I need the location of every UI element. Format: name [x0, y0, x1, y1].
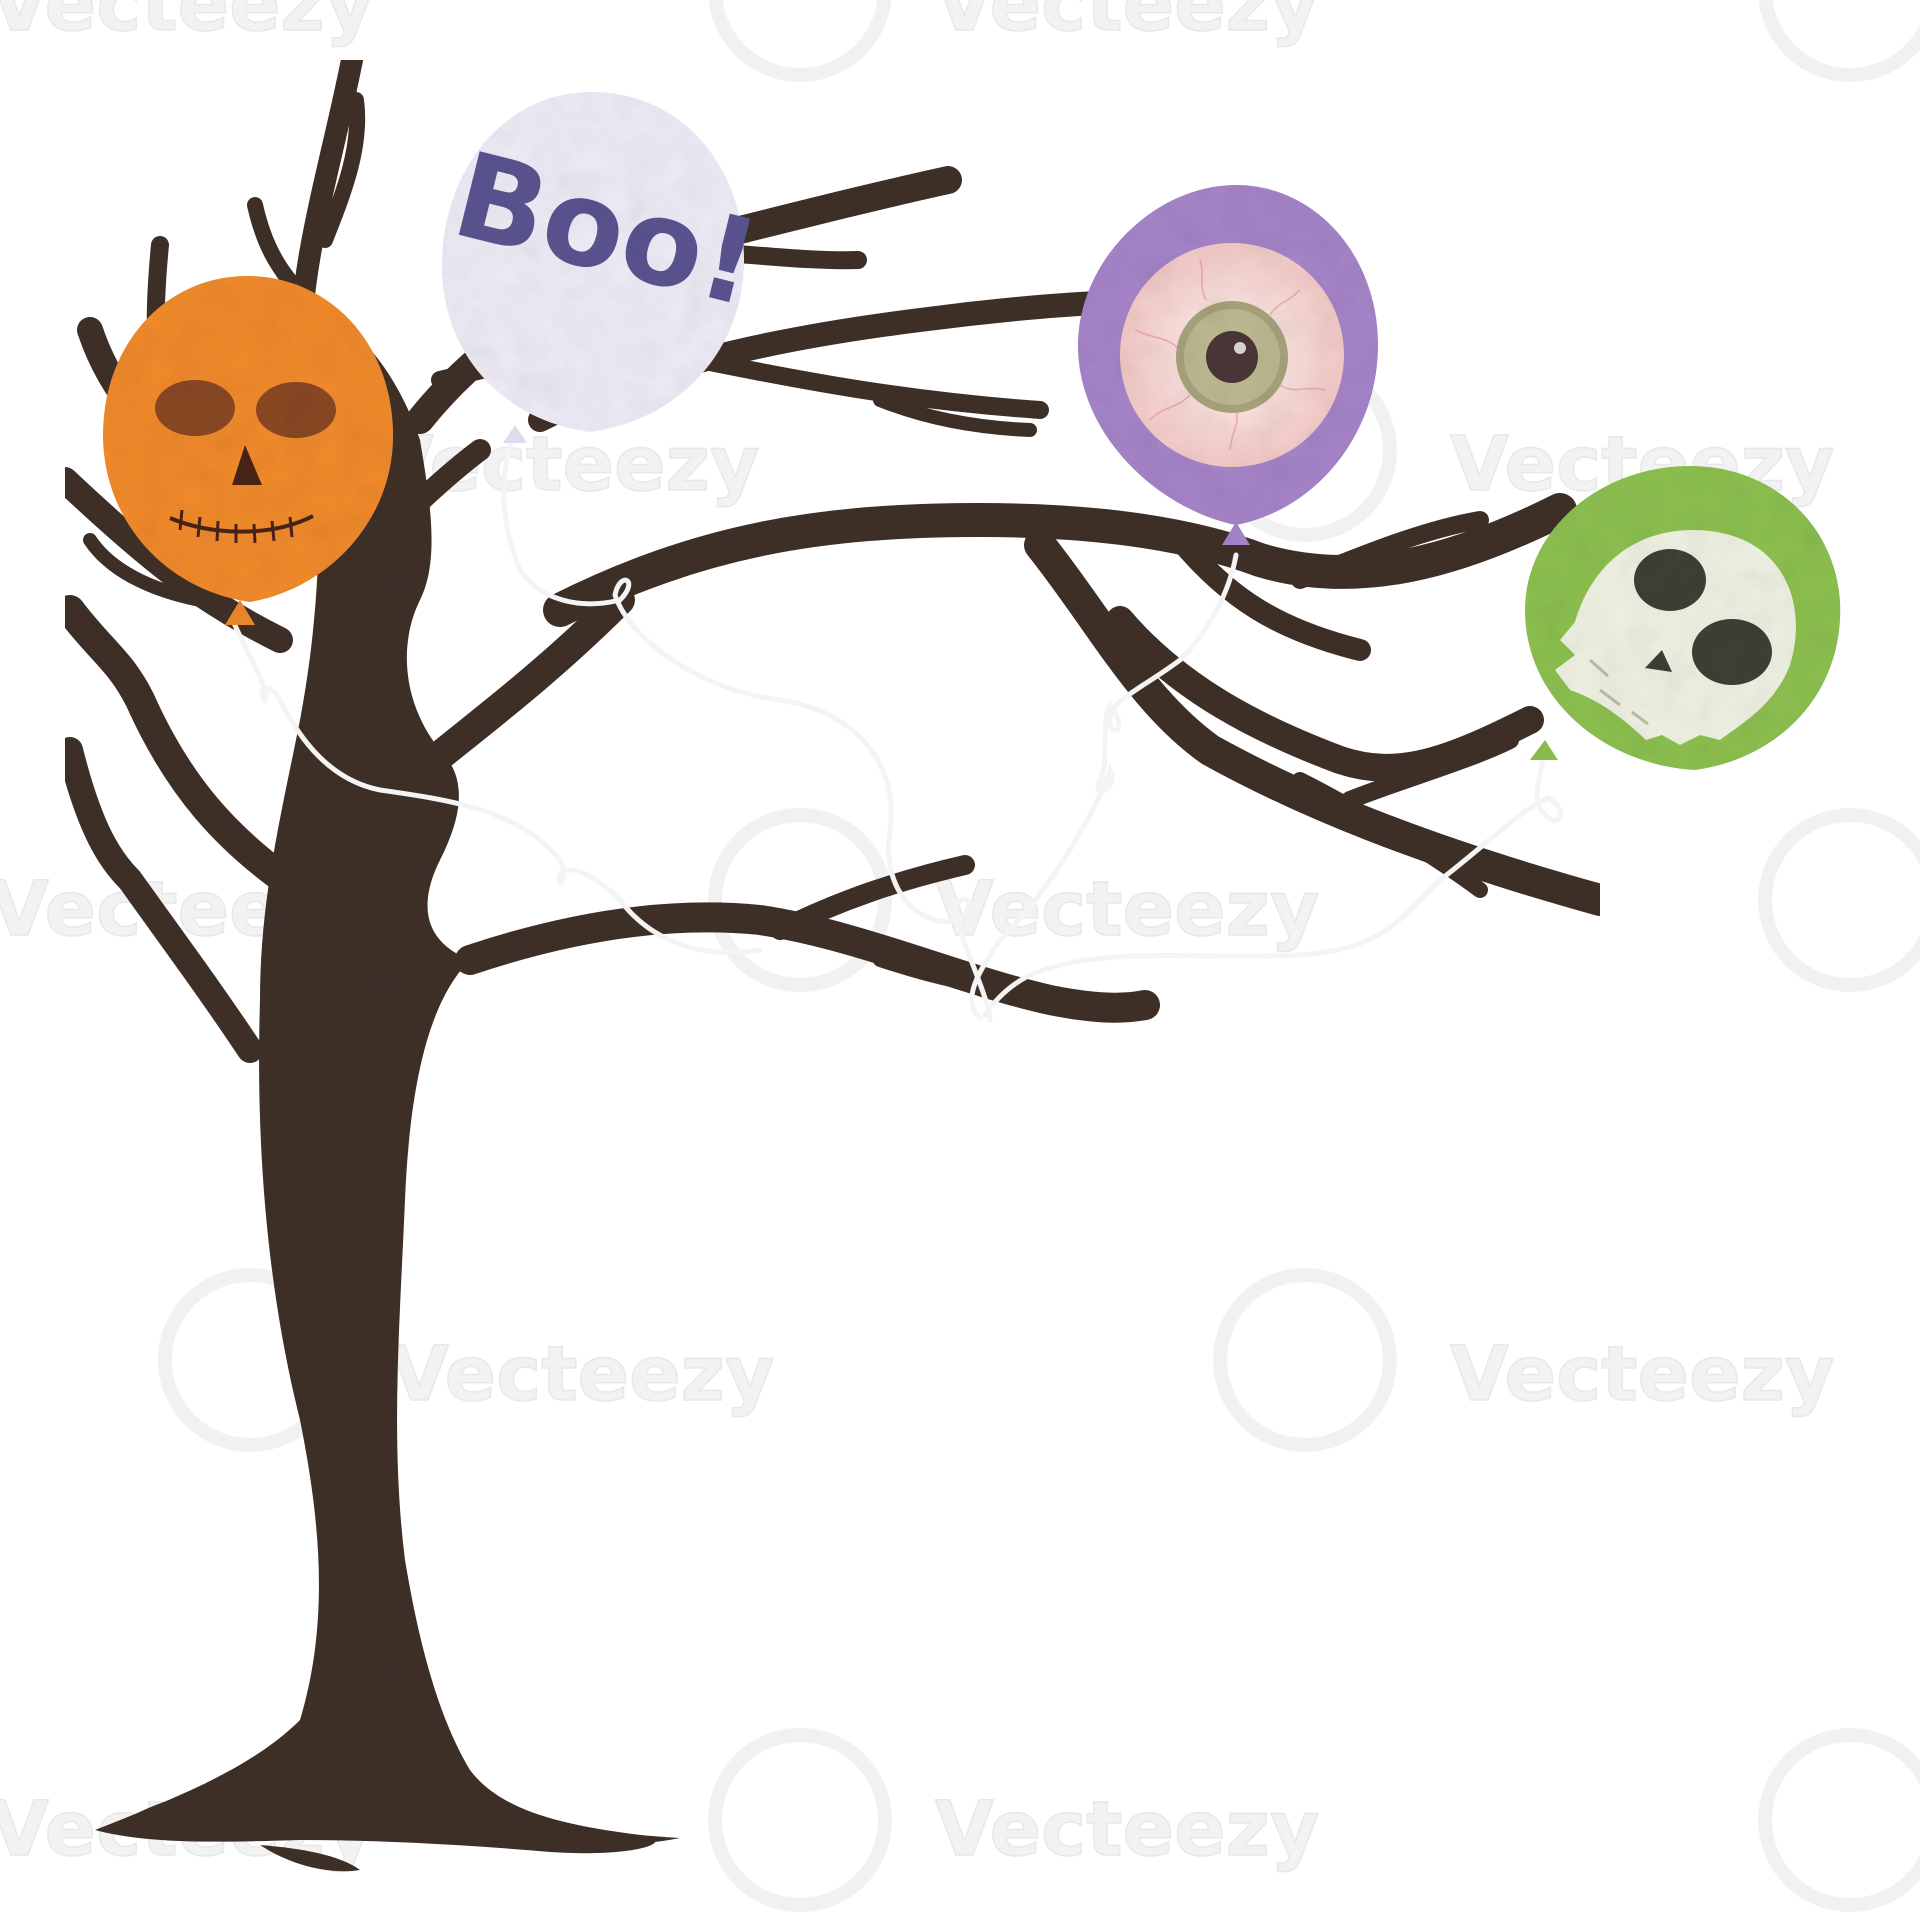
watermark-logo-icon: [1758, 0, 1920, 82]
balloon-strings: [231, 434, 1564, 1023]
watermark-text: Vecteezy: [390, 1329, 774, 1418]
watermark-text: Vecteezy: [935, 864, 1319, 953]
watermark-logo-icon: [708, 0, 892, 82]
boo-balloon: Boo!: [442, 92, 772, 443]
watermark-logo-icon: [1758, 808, 1920, 992]
watermark-text: Vecteezy: [935, 1784, 1319, 1873]
watermark-logo-icon: [708, 1728, 892, 1912]
jack-o-lantern-face-icon: [155, 380, 336, 544]
watermark-text: Vecteezy: [935, 0, 1319, 48]
watermark-text: Vecteezy: [0, 0, 374, 48]
watermark-logo-icon: [1213, 1268, 1397, 1452]
eyeball-balloon: [1077, 185, 1378, 545]
eyeball-icon: [1120, 243, 1344, 467]
watermark-logo-icon: [708, 808, 892, 992]
watermark-text: Vecteezy: [1450, 1329, 1834, 1418]
pumpkin-face-balloon: [103, 276, 394, 625]
watermark-logo-icon: [1758, 1728, 1920, 1912]
skull-icon: [1555, 530, 1796, 745]
skull-balloon: [1525, 466, 1841, 770]
